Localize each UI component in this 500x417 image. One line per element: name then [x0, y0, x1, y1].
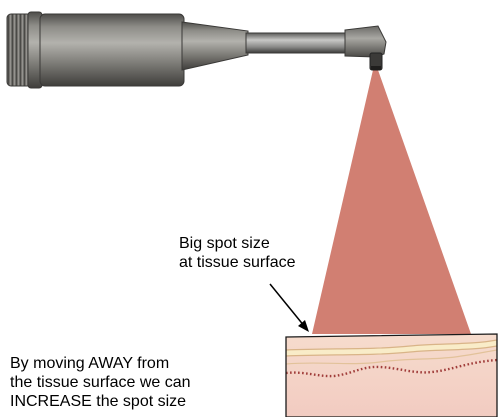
laser-handpiece-icon	[6, 11, 387, 89]
caption-line: By moving AWAY from	[10, 355, 170, 372]
tissue-fold	[286, 349, 497, 365]
caption-line: INCREASE the spot size	[10, 393, 187, 410]
annotation-line: Big spot size	[179, 235, 270, 252]
tissue-upper-band	[286, 339, 497, 357]
spot-size-annotation: Big spot size at tissue surface	[179, 234, 296, 272]
tissue-dotted-layer	[286, 358, 497, 378]
pointer-arrow-icon	[269, 283, 309, 332]
annotation-line: at tissue surface	[179, 254, 296, 271]
laser-beam	[312, 70, 471, 334]
tissue-block	[285, 333, 498, 417]
caption: By moving AWAY from the tissue surface we…	[10, 354, 191, 411]
caption-line: the tissue surface we can	[10, 374, 191, 391]
